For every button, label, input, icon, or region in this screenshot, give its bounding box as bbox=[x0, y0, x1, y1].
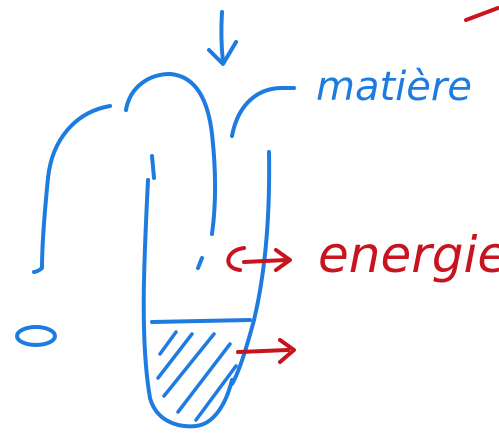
tube-inner-wall bbox=[196, 256, 204, 270]
small-ellipse bbox=[15, 325, 57, 347]
energy-label: energie bbox=[318, 226, 499, 284]
central-arch bbox=[124, 72, 217, 236]
red-corner-mark bbox=[464, 6, 499, 22]
tube-right-wall bbox=[230, 150, 272, 386]
right-outer-loop bbox=[230, 86, 296, 138]
energy-arrow bbox=[226, 246, 292, 272]
hatched-deposit bbox=[156, 330, 238, 422]
tube-left-wall bbox=[141, 178, 234, 429]
input-arrow bbox=[207, 10, 238, 66]
matter-label: matière bbox=[316, 64, 472, 110]
tube-inner-tick bbox=[150, 154, 156, 180]
fill-level-line bbox=[150, 318, 252, 324]
deposit-arrow bbox=[236, 338, 296, 364]
left-outer-loop bbox=[32, 104, 112, 274]
